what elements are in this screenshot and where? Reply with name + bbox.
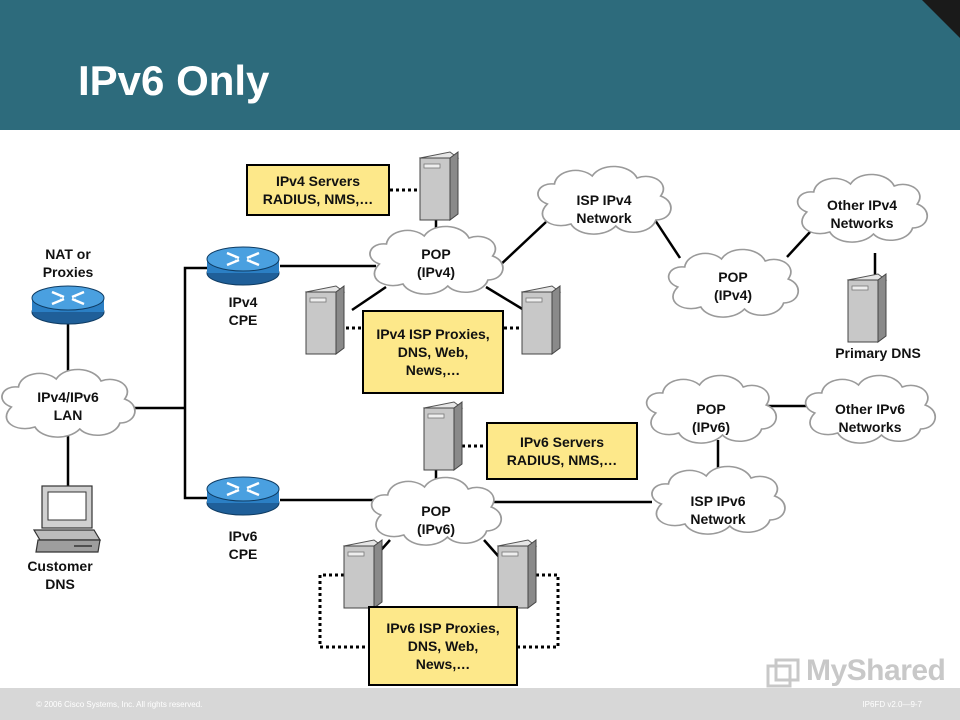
slide-header [0,0,960,130]
ipv6-cpe-label: IPv6 CPE [228,528,258,562]
ipv4-isp-proxies-box: IPv4 ISP Proxies, DNS, Web, News,… [362,310,504,394]
ipv6-proxy-left-server-icon [343,539,383,609]
copyright-text: © 2006 Cisco Systems, Inc. All rights re… [36,700,203,709]
isp-ipv6-label: ISP IPv6 Network [690,493,746,527]
ipv6-proxy-right-server-icon [497,539,537,609]
pop-ipv6-left-label: POP (IPv6) [416,503,456,537]
ipv6-isp-proxies-box: IPv6 ISP Proxies, DNS, Web, News,… [368,606,518,686]
ipv4-servers-server-icon [419,151,459,221]
ipv4-proxy-left-server-icon [305,285,345,355]
ipv6-servers-box: IPv6 Servers RADIUS, NMS,… [486,422,638,480]
pop-ipv6-right-label: POP (IPv6) [691,401,731,435]
other-ipv6-label: Other IPv6 Networks [834,401,906,435]
watermark-logo-icon [766,658,800,688]
computer-icon [32,485,102,553]
ipv4-servers-box: IPv4 Servers RADIUS, NMS,… [246,164,390,216]
watermark-text: MyShared [806,654,946,687]
ipv4-proxy-right-server-icon [521,285,561,355]
ipv4-cpe-router-icon [205,245,281,287]
slide-footer: © 2006 Cisco Systems, Inc. All rights re… [0,688,960,720]
ipv4-cpe-label: IPv4 CPE [228,294,258,328]
lan-label: IPv4/IPv6 LAN [37,389,99,423]
nat-proxies-label: NAT or Proxies [42,246,94,280]
primary-dns-label: Primary DNS [835,345,921,361]
ipv6-servers-server-icon [423,401,463,471]
pop-ipv4-right-label: POP (IPv4) [713,269,753,303]
course-code-text: IP6FD v2.0—9-7 [862,700,922,709]
pop-ipv4-left-label: POP (IPv4) [416,246,456,280]
other-ipv4-label: Other IPv4 Networks [826,197,898,231]
customer-dns-label: Customer DNS [27,558,93,592]
isp-ipv4-label: ISP IPv4 Network [576,192,632,226]
ipv6-cpe-router-icon [205,475,281,517]
nat-router-icon [30,284,106,326]
slide-title: IPv6 Only [78,57,270,104]
dotted-links [318,188,560,649]
primary-dns-server-icon [847,273,887,343]
header-corner-decoration [922,0,960,38]
